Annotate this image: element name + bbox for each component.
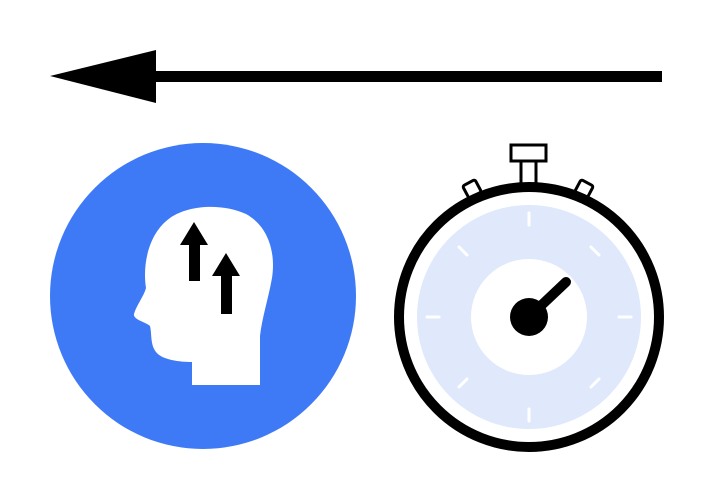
stopwatch-crown: [509, 143, 548, 163]
head-icon: [133, 206, 273, 385]
up-arrows-icon: [180, 222, 240, 314]
mind-growth-badge: [50, 143, 356, 449]
stopwatch-ticks: [425, 211, 633, 423]
stopwatch-icon: [394, 143, 664, 452]
stopwatch-hand: [510, 277, 571, 336]
arrow-left-icon: [50, 50, 662, 103]
